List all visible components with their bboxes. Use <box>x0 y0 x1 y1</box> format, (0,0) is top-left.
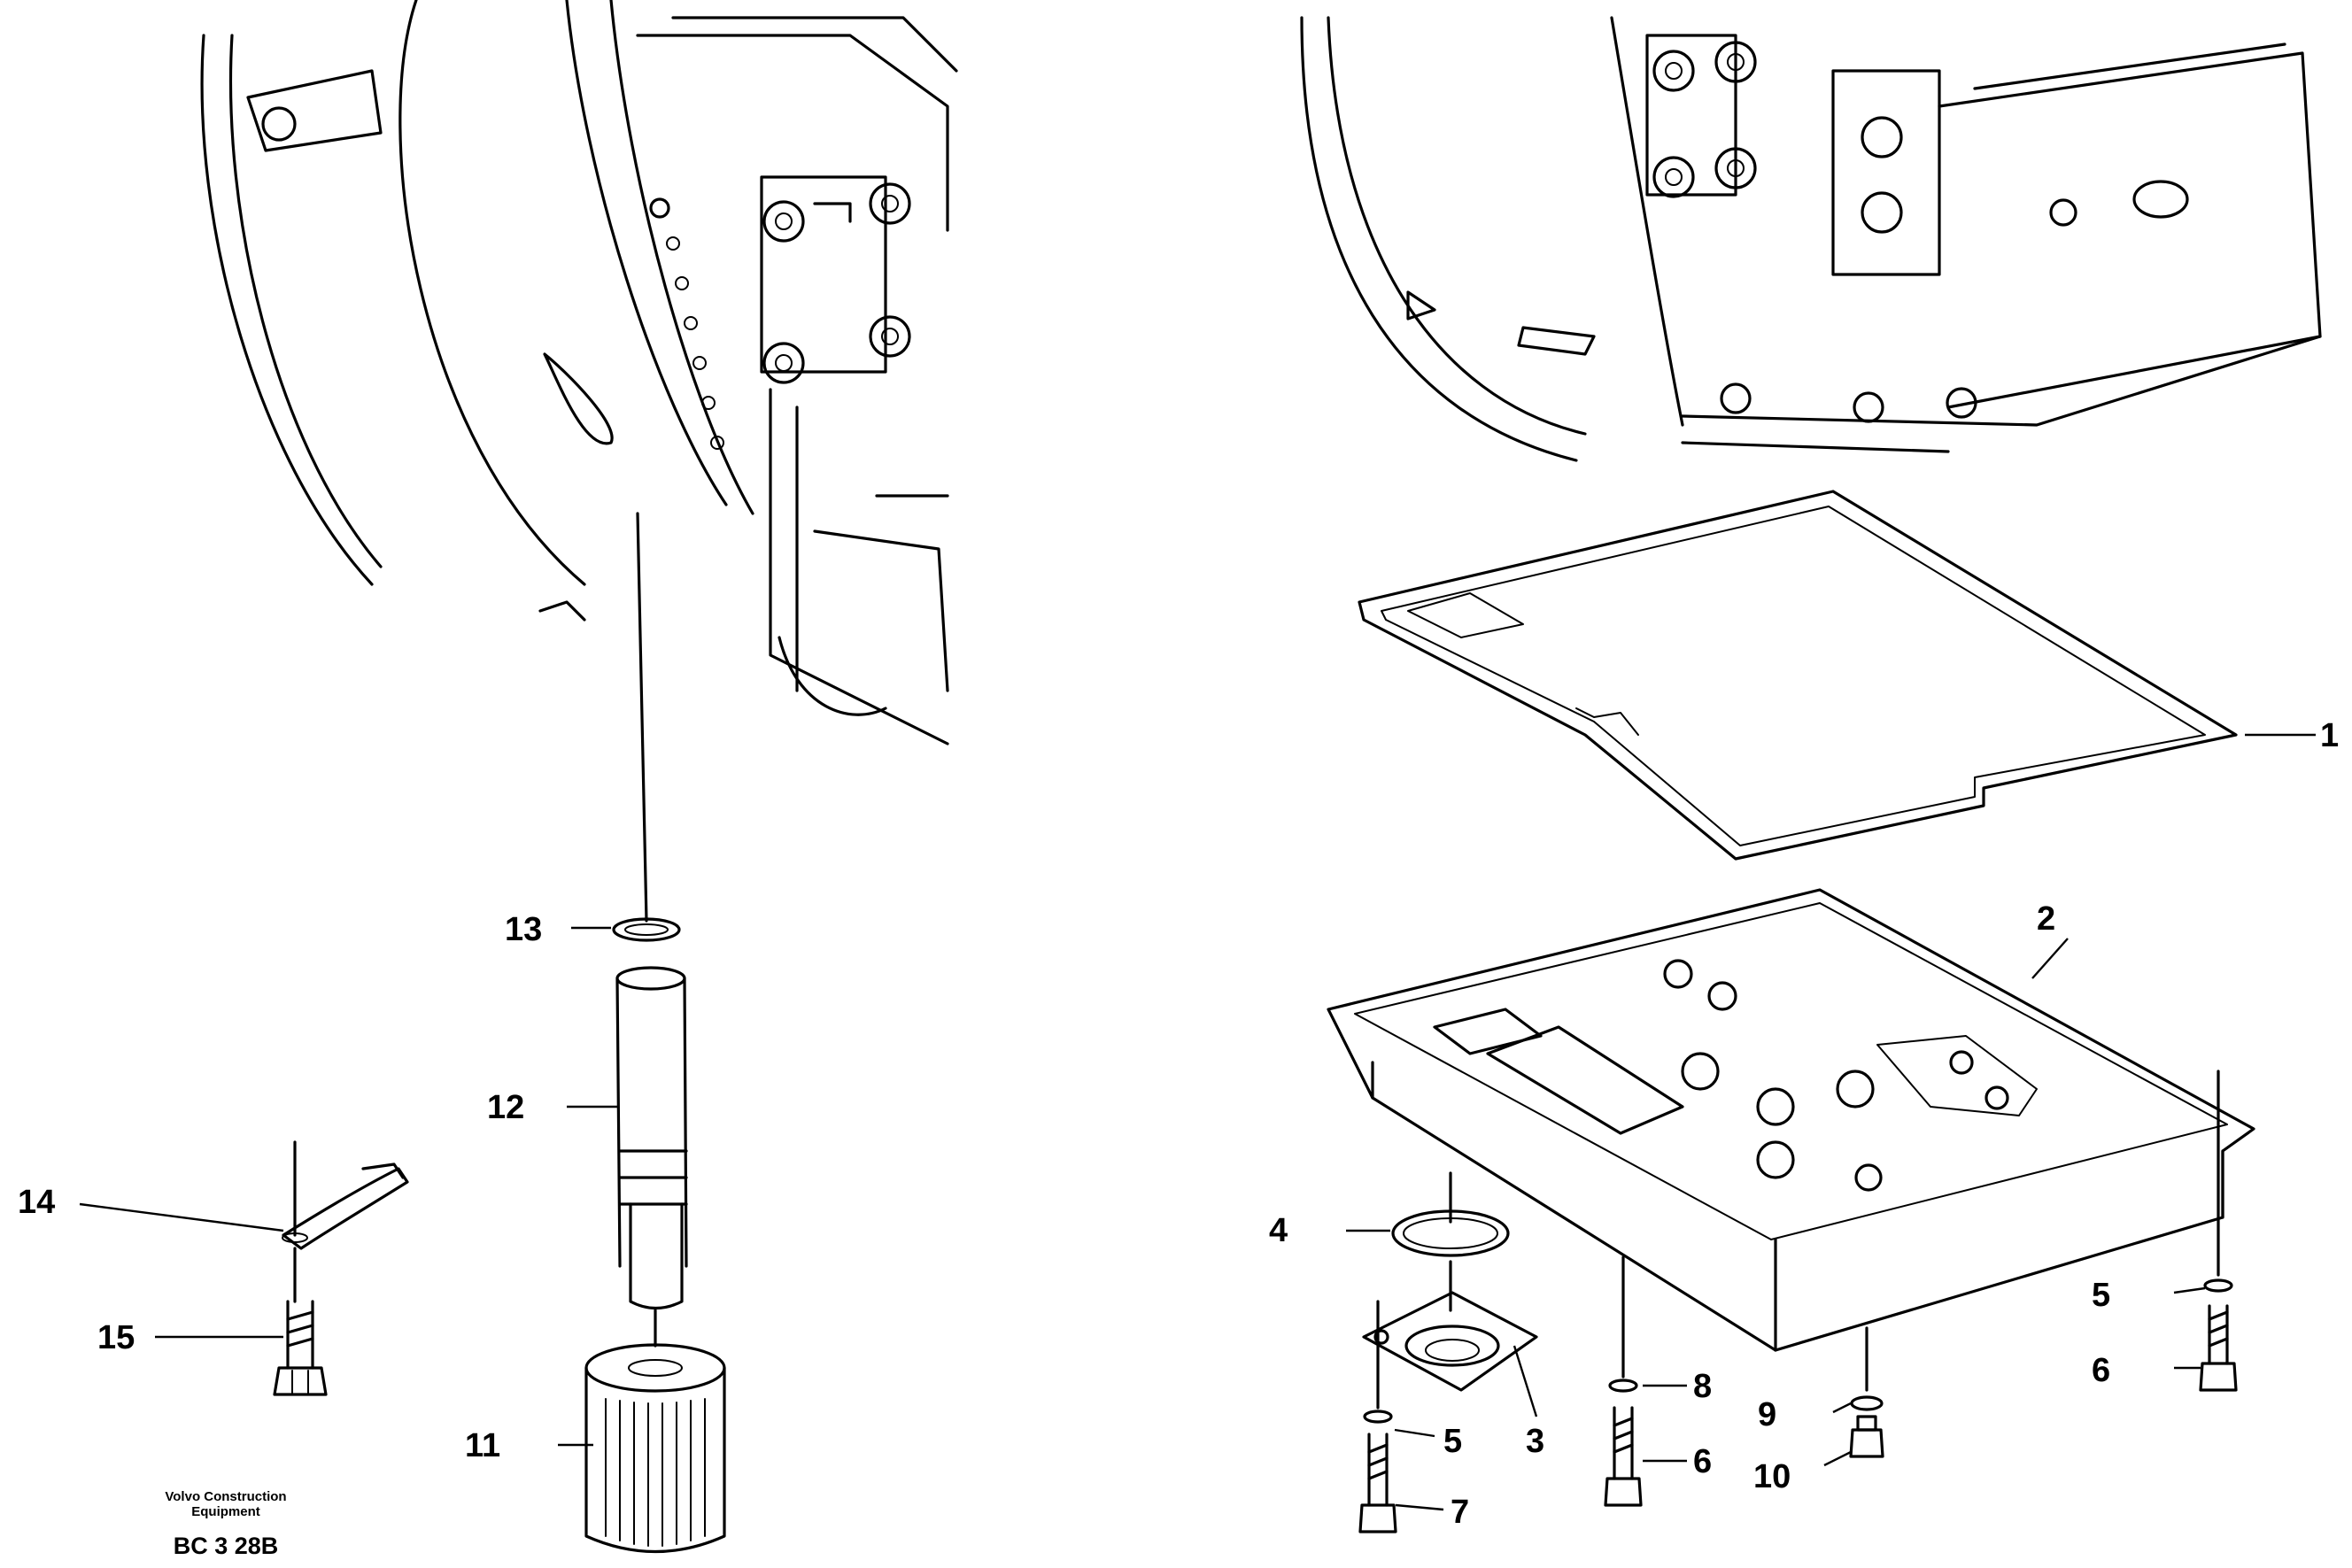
part-5-washer-left <box>1363 1300 1393 1424</box>
callout-10: 10 <box>1753 1458 1791 1495</box>
callout-11: 11 <box>465 1427 500 1464</box>
callout-5-right: 5 <box>2092 1277 2110 1314</box>
part-5-washer-right <box>2203 1070 2233 1293</box>
part-14-bracket <box>282 1140 409 1250</box>
part-3-cover-plate <box>1362 1260 1538 1392</box>
leader-lines <box>79 733 2316 1511</box>
part-13-o-ring <box>612 917 681 942</box>
callout-3: 3 <box>1526 1423 1544 1460</box>
callout-6-middle: 6 <box>1693 1443 1712 1480</box>
part-8-washer <box>1608 1255 1638 1393</box>
part-4-o-ring <box>1391 1171 1510 1257</box>
tube-center-line <box>636 512 648 923</box>
callout-6-right: 6 <box>2092 1352 2110 1389</box>
callout-7: 7 <box>1451 1494 1469 1531</box>
part-2-oil-sump <box>1327 888 2255 1352</box>
figure-code: BC 3 28B <box>174 1533 279 1559</box>
callout-14: 14 <box>18 1184 55 1221</box>
part-6-bolt-right <box>2199 1304 2238 1392</box>
part-12-pipe <box>615 966 688 1310</box>
callout-15: 15 <box>97 1319 135 1356</box>
part-7-bolt <box>1358 1433 1397 1533</box>
left-housing-drawing <box>200 0 958 745</box>
callout-1: 1 <box>2320 717 2339 754</box>
part-6-bolt-middle <box>1604 1406 1643 1507</box>
right-housing-drawing <box>1300 16 2322 462</box>
part-10-drain-plug <box>1849 1415 1884 1458</box>
credit-block: Volvo Construction Equipment BC 3 28B <box>165 1489 286 1559</box>
callout-9: 9 <box>1758 1396 1776 1433</box>
part-9-washer <box>1850 1326 1884 1411</box>
part-1-gasket <box>1358 490 2238 861</box>
callout-4: 4 <box>1269 1212 1288 1249</box>
credit-line-1: Volvo Construction <box>165 1489 286 1504</box>
callout-13: 13 <box>505 911 542 948</box>
part-11-oil-filter <box>584 1309 726 1553</box>
callout-5-left: 5 <box>1443 1423 1462 1460</box>
part-15-bolt <box>273 1247 328 1396</box>
callout-8: 8 <box>1693 1368 1712 1405</box>
credit-line-2: Equipment <box>191 1504 260 1519</box>
callout-12: 12 <box>487 1089 524 1126</box>
callout-2: 2 <box>2037 900 2055 938</box>
callout-labels: 1 2 3 4 5 5 6 6 7 8 9 10 11 12 13 14 15 <box>18 717 2339 1531</box>
